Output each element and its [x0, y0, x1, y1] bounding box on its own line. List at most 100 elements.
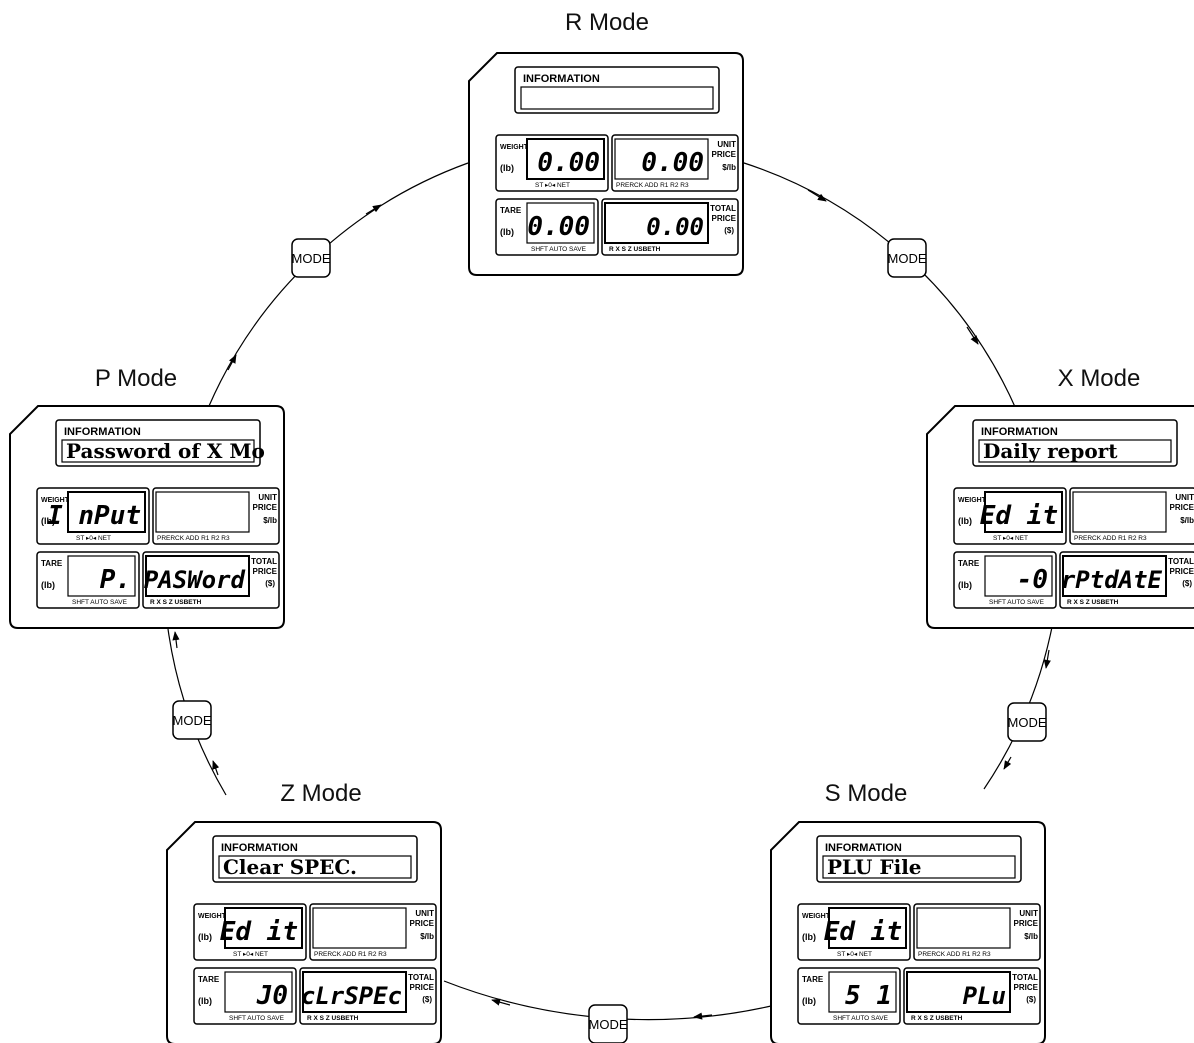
- tare-display: -0: [1017, 565, 1048, 595]
- total-label: TOTAL: [710, 204, 736, 213]
- weight-label: WEIGHT: [500, 144, 529, 151]
- weight-label: WEIGHT: [41, 497, 70, 504]
- weight-display: Ed it: [220, 917, 298, 947]
- total-label: TOTAL: [408, 973, 434, 982]
- tare-status-row: SHFT AUTO SAVE: [72, 599, 128, 606]
- weight-unit-label: (lb): [41, 516, 55, 526]
- total-status-row: R X S Z USBETH: [150, 599, 202, 606]
- price-label: PRICE: [410, 919, 435, 928]
- information-text: Clear SPEC.: [223, 855, 357, 879]
- tare-status-row: SHFT AUTO SAVE: [531, 246, 587, 253]
- total-price-label: PRICE: [410, 983, 435, 992]
- information-text: Daily report: [983, 439, 1118, 463]
- weight-status-row: ST ▸0◂ NET: [76, 535, 111, 542]
- weight-status-row: ST ▸0◂ NET: [535, 182, 570, 189]
- mode-title-x: X Mode: [1058, 365, 1141, 392]
- per-lb-label: $/lb: [1024, 932, 1038, 941]
- tare-unit-label: (lb): [41, 580, 55, 590]
- mode-button-p-to-r[interactable]: MODE: [291, 238, 331, 278]
- dollar-label: ($): [265, 579, 275, 588]
- weight-display: Ed it: [980, 501, 1058, 531]
- arrow-r-to-x-1: [807, 189, 827, 202]
- total-status-row: R X S Z USBETH: [307, 1015, 359, 1022]
- total-status-row: R X S Z USBETH: [911, 1015, 963, 1022]
- dollar-label: ($): [724, 226, 734, 235]
- unit-status-row: PRERCK ADD R1 R2 R3: [1074, 535, 1147, 542]
- svg-text:MODE: MODE: [173, 713, 212, 728]
- information-label: INFORMATION: [221, 842, 298, 854]
- total-label: TOTAL: [1168, 557, 1194, 566]
- mode-button-r-to-x[interactable]: MODE: [887, 238, 927, 278]
- per-lb-label: $/lb: [420, 932, 434, 941]
- mode-title-r: R Mode: [565, 9, 649, 36]
- total-price-display: rPtdAtE: [1061, 566, 1163, 594]
- total-label: TOTAL: [1012, 973, 1038, 982]
- weight-label: WEIGHT: [198, 913, 227, 920]
- svg-text:MODE: MODE: [1008, 715, 1047, 730]
- mode-button-x-to-s[interactable]: MODE: [1007, 702, 1047, 742]
- total-price-display: 0.00: [646, 213, 704, 241]
- weight-label: WEIGHT: [958, 497, 987, 504]
- price-label: PRICE: [1170, 503, 1194, 512]
- arrow-s-to-z-2: [491, 998, 511, 1006]
- unit-status-row: PRERCK ADD R1 R2 R3: [314, 951, 387, 958]
- tare-unit-label: (lb): [802, 996, 816, 1006]
- tare-status-row: SHFT AUTO SAVE: [833, 1015, 889, 1022]
- arc-p-to-r: [208, 162, 469, 407]
- arrow-z-to-p-1: [212, 760, 220, 776]
- arrow-x-to-s-2: [1003, 756, 1012, 770]
- unit-price-display: 0.00: [641, 148, 704, 178]
- tare-display: P.: [100, 565, 131, 595]
- arrow-r-to-x-2: [966, 326, 979, 345]
- weight-display: I nPut: [47, 501, 141, 531]
- tare-label: TARE: [41, 559, 63, 568]
- tare-label: TARE: [500, 206, 522, 215]
- total-price-display: PLu: [963, 982, 1006, 1010]
- arrow-z-to-p-2: [172, 631, 180, 649]
- weight-unit-label: (lb): [802, 932, 816, 942]
- tare-display: J0: [256, 981, 288, 1011]
- unit-label: UNIT: [415, 909, 434, 918]
- information-text: PLU File: [827, 855, 922, 879]
- total-price-display: cLrSPEc: [301, 982, 402, 1010]
- per-lb-label: $/lb: [722, 163, 736, 172]
- mode-button-s-to-z[interactable]: MODE: [588, 1004, 628, 1043]
- tare-display: 0.00: [527, 212, 590, 242]
- weight-display: Ed it: [824, 917, 902, 947]
- information-text: Password of X Mo: [66, 439, 265, 463]
- unit-status-row: PRERCK ADD R1 R2 R3: [157, 535, 230, 542]
- arrow-p-to-r-1: [227, 354, 237, 371]
- total-price-label: PRICE: [712, 214, 737, 223]
- dollar-label: ($): [1026, 995, 1036, 1004]
- weight-unit-label: (lb): [500, 163, 514, 173]
- total-price-label: PRICE: [1170, 567, 1194, 576]
- tare-status-row: SHFT AUTO SAVE: [229, 1015, 285, 1022]
- arc-r-to-x: [740, 161, 1017, 410]
- per-lb-label: $/lb: [1180, 516, 1194, 525]
- tare-display: 5 1: [845, 981, 892, 1011]
- mode-button-z-to-p[interactable]: MODE: [172, 700, 212, 740]
- dollar-label: ($): [422, 995, 432, 1004]
- per-lb-label: $/lb: [263, 516, 277, 525]
- total-price-label: PRICE: [253, 567, 278, 576]
- weight-status-row: ST ▸0◂ NET: [233, 951, 268, 958]
- weight-unit-label: (lb): [198, 932, 212, 942]
- weight-unit-label: (lb): [958, 516, 972, 526]
- mode-title-p: P Mode: [95, 365, 177, 392]
- unit-label: UNIT: [717, 140, 736, 149]
- information-label: INFORMATION: [825, 842, 902, 854]
- total-status-row: R X S Z USBETH: [609, 246, 661, 253]
- arrow-p-to-r-2: [365, 204, 382, 215]
- mode-title-z: Z Mode: [280, 780, 361, 807]
- weight-display: 0.00: [537, 148, 600, 178]
- tare-status-row: SHFT AUTO SAVE: [989, 599, 1045, 606]
- total-price-label: PRICE: [1014, 983, 1039, 992]
- price-label: PRICE: [1014, 919, 1039, 928]
- svg-text:MODE: MODE: [888, 251, 927, 266]
- price-label: PRICE: [712, 150, 737, 159]
